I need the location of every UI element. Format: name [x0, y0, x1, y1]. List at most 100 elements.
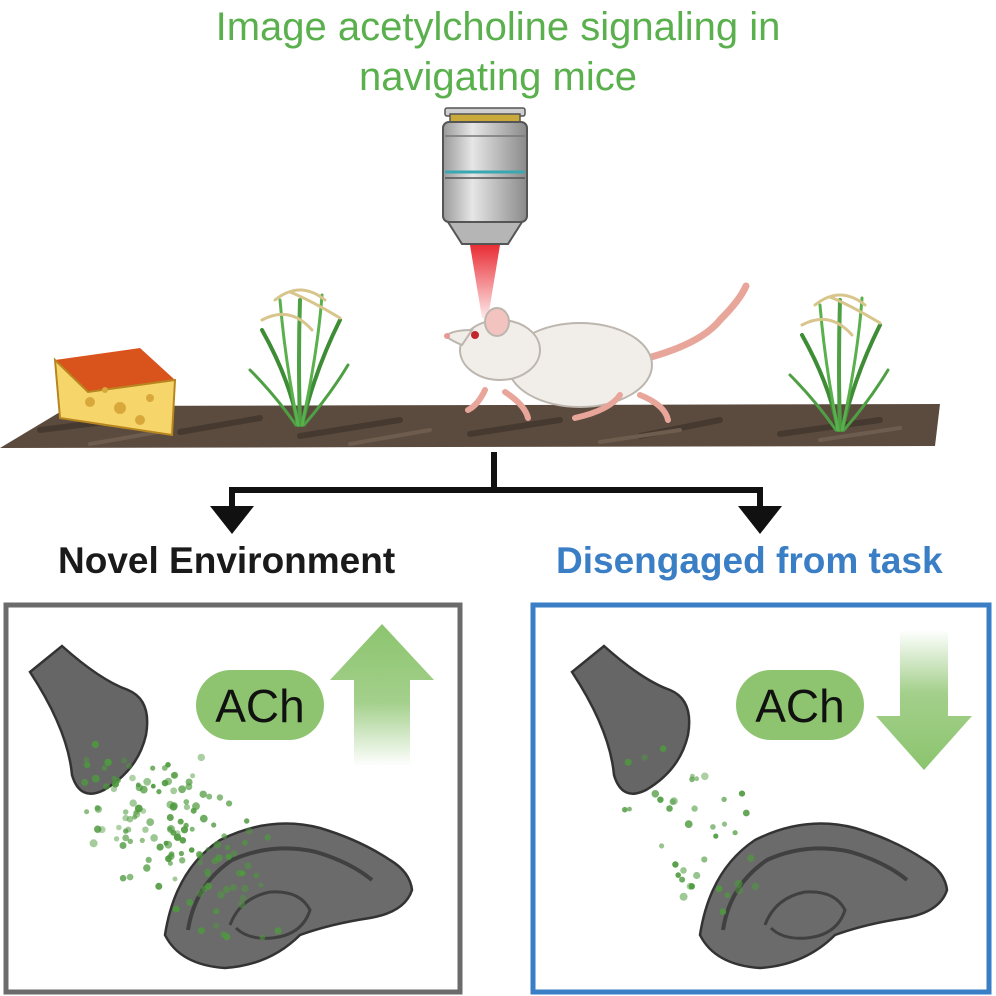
ach-dot [129, 774, 136, 782]
ach-dot [145, 856, 152, 864]
ach-dot [701, 772, 709, 781]
ach-dot [167, 826, 173, 832]
ach-dot [142, 826, 149, 833]
ach-dot [672, 861, 679, 868]
ach-dot [196, 890, 204, 898]
ach-dot [217, 891, 225, 899]
ach-dot [180, 826, 189, 834]
ach-dot [103, 783, 110, 790]
ach-dot [197, 753, 205, 762]
ach-dot [197, 859, 203, 866]
ach-dot [215, 854, 223, 862]
ach-dot [751, 882, 759, 891]
ach-dot [241, 884, 249, 893]
arrow-head-left [210, 506, 254, 534]
ach-dots-right [622, 745, 759, 915]
mouse-icon [444, 282, 750, 423]
ach-dot [127, 838, 133, 844]
ach-dot [690, 773, 695, 779]
ach-label-left: ACh [215, 680, 304, 732]
title-line-1: Image acetylcholine signaling in [215, 5, 781, 49]
soil-ground [0, 404, 940, 448]
ach-dot [188, 847, 195, 853]
ach-dot [688, 883, 695, 890]
ach-dot [732, 830, 738, 836]
ach-dot [223, 933, 231, 941]
axon-terminal-right [570, 644, 691, 795]
ach-dot [190, 773, 196, 779]
ach-dot [713, 833, 719, 839]
ach-dot [223, 886, 231, 894]
down-arrow-icon [876, 630, 972, 770]
ach-dot [693, 871, 701, 880]
ach-dot [244, 862, 252, 870]
ach-dot [166, 814, 174, 821]
ach-dot [701, 856, 708, 863]
ach-dot [206, 793, 213, 800]
ach-dot [178, 785, 187, 794]
ach-dot [104, 758, 112, 767]
ach-dot [747, 854, 755, 862]
ach-dot [89, 839, 98, 848]
ach-dot [165, 855, 172, 863]
hippocampus-left [163, 822, 414, 970]
ach-dot [192, 802, 200, 811]
ach-dot [641, 754, 648, 761]
ach-dot [179, 837, 187, 844]
ach-dot [244, 818, 250, 824]
ach-dot [258, 882, 264, 888]
ach-badge-right [736, 670, 864, 740]
ach-dot [173, 833, 182, 841]
ach-dot [132, 814, 138, 820]
ach-dot [113, 836, 120, 842]
ach-dot [178, 850, 184, 857]
ach-dot [694, 776, 700, 782]
ach-dot [211, 822, 217, 828]
ach-dot [213, 922, 220, 930]
ach-dot [216, 794, 224, 801]
ach-dot [680, 867, 687, 874]
ach-dot [179, 857, 186, 864]
grass-plant-right [788, 293, 890, 432]
ach-dot [225, 853, 232, 861]
panel-right-label: Disengaged from task [556, 540, 943, 581]
ach-dot [156, 789, 162, 795]
ach-dot [624, 758, 632, 766]
ach-dot [101, 765, 108, 771]
ach-dot [172, 876, 178, 882]
ach-dot [679, 892, 688, 901]
ach-dot [189, 826, 195, 832]
ach-dot [679, 876, 686, 883]
ach-dot [143, 777, 152, 786]
laser-beam [470, 245, 500, 318]
ach-dot [710, 824, 716, 830]
ach-dot [170, 802, 178, 810]
ach-dot [253, 872, 260, 879]
hippocampus-right [698, 822, 949, 970]
ach-dot [91, 774, 100, 783]
ach-dot [170, 787, 178, 795]
ach-dot [126, 815, 134, 823]
ach-dot [675, 872, 681, 878]
ach-dot [721, 796, 727, 803]
ach-dot [241, 839, 248, 846]
ach-dot [224, 844, 231, 851]
ach-dot [83, 761, 91, 769]
ach-dot [84, 809, 90, 815]
ach-dot [196, 851, 204, 860]
ach-dot [119, 874, 127, 882]
ach-dot [213, 840, 222, 849]
ach-dot [259, 934, 266, 941]
ach-dots-left [81, 740, 282, 941]
branch-connector [229, 452, 763, 512]
ach-dot [150, 765, 156, 771]
ach-dot [98, 826, 106, 834]
ach-dot [183, 804, 190, 811]
ach-dot [183, 799, 190, 805]
ach-dot [94, 825, 102, 833]
ach-dot [715, 885, 723, 893]
panel-right-content: ACh [570, 630, 972, 970]
ach-dot [205, 882, 212, 890]
ach-dot [146, 818, 155, 826]
ach-dot [134, 804, 143, 813]
